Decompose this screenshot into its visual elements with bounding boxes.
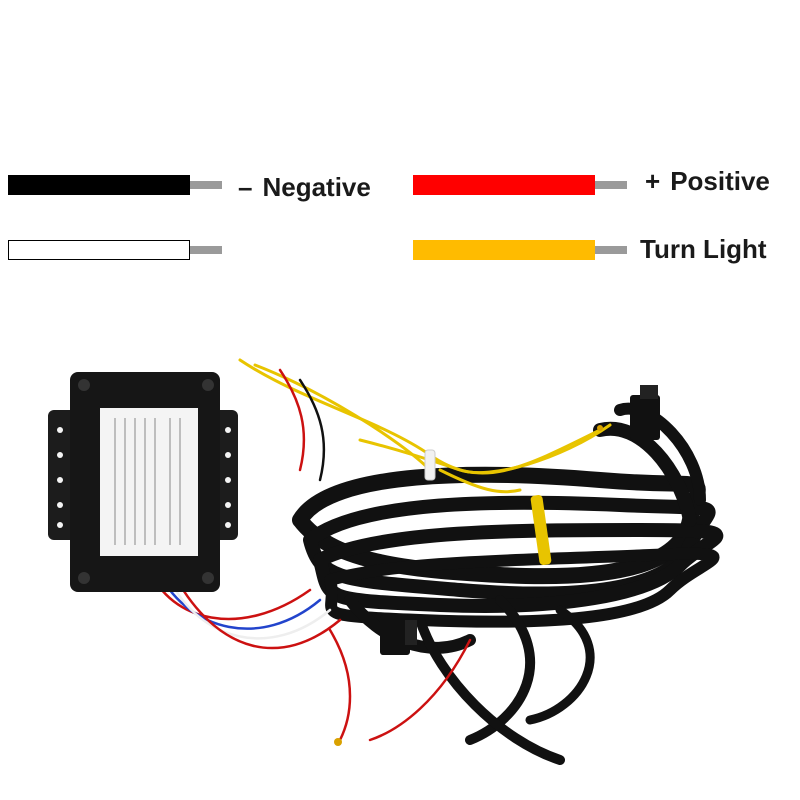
negative-label: –Negative <box>238 172 371 202</box>
red-wire <box>413 175 628 195</box>
connectors <box>380 385 660 655</box>
red-wire-core <box>595 181 627 189</box>
black-wire-insulation <box>8 175 190 195</box>
mounting-holes <box>57 427 231 528</box>
control-box <box>48 372 238 592</box>
black-wire <box>8 175 223 195</box>
yellow-wire-insulation <box>413 240 595 260</box>
yellow-wire <box>413 240 628 260</box>
black-wire-core <box>190 181 222 189</box>
zip-ties <box>424 449 552 565</box>
plus-symbol: + <box>645 166 661 196</box>
turn-light-label: Turn Light <box>640 234 767 264</box>
white-wire <box>8 240 223 260</box>
yellow-wire-core <box>595 246 627 254</box>
label-printed-lines <box>114 418 181 545</box>
terminals <box>334 425 603 746</box>
white-wire-core <box>190 246 222 254</box>
white-wire-insulation <box>8 240 190 260</box>
wire-harness-bundle <box>292 402 724 765</box>
positive-label: +Positive <box>645 166 770 196</box>
product-photo <box>48 358 724 765</box>
red-wire-insulation <box>413 175 595 195</box>
minus-symbol: – <box>238 172 253 202</box>
screws <box>78 379 214 584</box>
